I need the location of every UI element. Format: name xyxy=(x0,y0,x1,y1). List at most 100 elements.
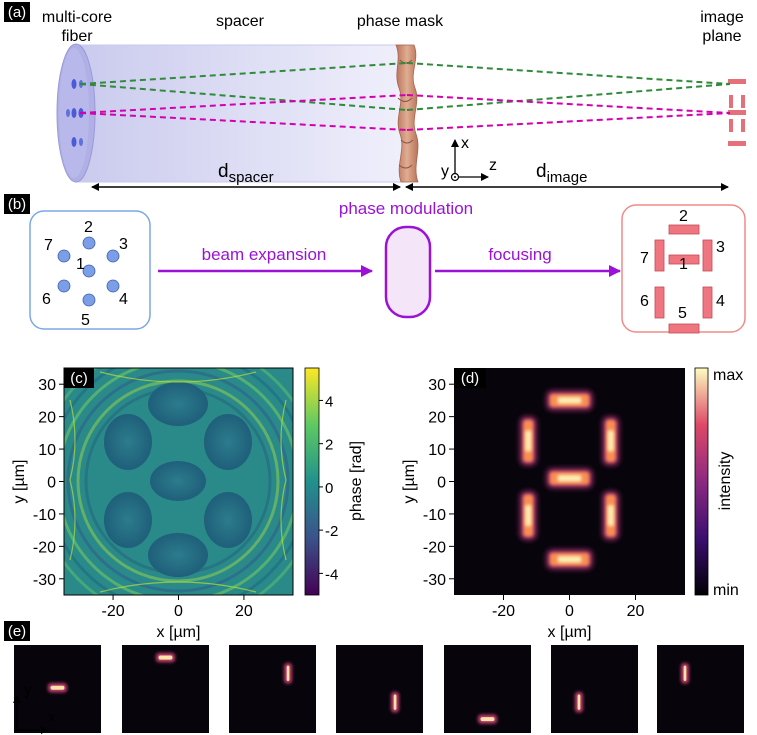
image-segment xyxy=(729,119,733,132)
intensity-colorbar-max: max xyxy=(713,367,743,384)
segment-labels: 1 2 3 4 5 6 7 xyxy=(640,208,725,322)
y-tick-label: 10 xyxy=(38,442,56,459)
fiber-label-line1: multi-core xyxy=(42,9,112,26)
segment-tile xyxy=(444,645,531,733)
x-axis-label: x [µm] xyxy=(548,624,592,641)
segment-tile xyxy=(551,645,638,733)
y-tick-label: -10 xyxy=(423,507,446,524)
x-tick-label: -20 xyxy=(102,603,125,620)
fiber-core xyxy=(71,137,77,147)
beam-magenta xyxy=(79,94,731,131)
panel-a: (a) multi-core fiber spacer phase mask i… xyxy=(4,2,746,191)
step-phase-modulation: phase modulation xyxy=(339,199,473,218)
intensity-segments xyxy=(520,390,619,569)
fiber-core xyxy=(71,108,77,118)
core-circle xyxy=(57,279,71,293)
core-layout xyxy=(57,236,120,307)
phase-lobe xyxy=(104,492,152,548)
y-tick-label: -30 xyxy=(33,572,56,589)
colorbar-tick-label: 0 xyxy=(325,480,333,497)
y-tick-label: 10 xyxy=(428,442,446,459)
panel-c-tag: (c) xyxy=(70,370,88,387)
segment-tiles xyxy=(14,645,744,733)
core-circle xyxy=(106,249,120,263)
segment-label: 3 xyxy=(716,239,725,256)
panel-e-tag: (e) xyxy=(8,623,26,640)
segment-rect xyxy=(668,224,700,235)
axis-x-label: x xyxy=(461,135,469,152)
segment-rect xyxy=(668,254,700,265)
segment-rect xyxy=(668,323,700,334)
intensity-segment-6 xyxy=(520,491,537,540)
x-tick-label: 20 xyxy=(627,603,645,620)
core-circle xyxy=(82,264,96,278)
segment-tile xyxy=(122,645,209,733)
y-axis-label: y [µm] xyxy=(401,460,418,504)
intensity-segment-5 xyxy=(546,549,593,569)
colorbar-tick-label: 4 xyxy=(325,393,333,410)
phase-map xyxy=(64,368,293,595)
core-circle xyxy=(106,279,120,293)
core-label: 1 xyxy=(76,256,85,273)
y-tick-label: -30 xyxy=(423,572,446,589)
y-tick-label: -10 xyxy=(33,507,56,524)
coordinate-axes: x y z xyxy=(441,135,497,182)
panel-c-tag-bg xyxy=(64,368,94,388)
intensity-segment-3 xyxy=(602,416,619,466)
core-label: 6 xyxy=(42,291,51,308)
colorbar-tick-label: 2 xyxy=(325,437,333,454)
x-tick-label: 0 xyxy=(174,603,183,620)
segment-tile xyxy=(657,645,744,733)
image-plane-label-line2: plane xyxy=(702,28,741,45)
segment-label: 7 xyxy=(640,250,649,267)
fiber-core xyxy=(79,138,83,146)
segment-label: 1 xyxy=(679,256,688,273)
intensity-segment-7 xyxy=(520,416,537,466)
panel-d-tag-bg xyxy=(454,368,486,388)
spacer-label: spacer xyxy=(216,13,265,30)
segment-tile xyxy=(14,645,101,733)
colorbar-tick-label: -2 xyxy=(325,523,338,540)
y-tick-label: 0 xyxy=(437,475,446,492)
tile-axis-y: y xyxy=(24,682,32,699)
core-circle xyxy=(82,236,96,250)
panel-b: (b) 1 2 3 4 5 6 7 beam expansion phase m… xyxy=(4,194,746,334)
y-tick-label: 0 xyxy=(47,475,56,492)
beam-green xyxy=(79,62,731,111)
phase-mask-label: phase mask xyxy=(357,13,444,30)
image-segment xyxy=(741,95,745,108)
phase-lobe xyxy=(148,533,208,577)
phase-mask xyxy=(395,44,419,183)
y-tick-label: -20 xyxy=(423,539,446,556)
phase-lobe xyxy=(104,414,152,470)
segment-label: 6 xyxy=(640,293,649,310)
image-segment xyxy=(728,79,746,84)
axis-z-label: z xyxy=(489,157,497,174)
phase-modulation-element xyxy=(384,225,432,319)
intensity-segment-4 xyxy=(602,491,619,540)
panel-e: (e) y x xyxy=(4,621,744,734)
fiber-core xyxy=(66,109,70,117)
fiber-core xyxy=(71,79,77,89)
x-tick-label: -20 xyxy=(492,603,515,620)
intensity-segment-1 xyxy=(546,468,593,488)
image-plane-segments xyxy=(728,79,746,146)
phase-lobe xyxy=(150,461,206,501)
axis-y-label: y xyxy=(441,163,449,180)
image-segment xyxy=(729,95,733,108)
image-segment xyxy=(741,119,745,132)
core-label: 2 xyxy=(84,219,93,236)
segment-layout xyxy=(654,224,713,334)
intensity-segment-2 xyxy=(546,390,593,410)
core-label: 7 xyxy=(44,237,53,254)
segment-rect xyxy=(702,239,713,272)
y-tick-label: 20 xyxy=(428,410,446,427)
step-beam-expansion: beam expansion xyxy=(202,245,327,264)
intensity-colorbar-label: intensity xyxy=(717,452,734,511)
segment-rect xyxy=(702,286,713,319)
intensity-colorbar-min: min xyxy=(713,582,739,599)
